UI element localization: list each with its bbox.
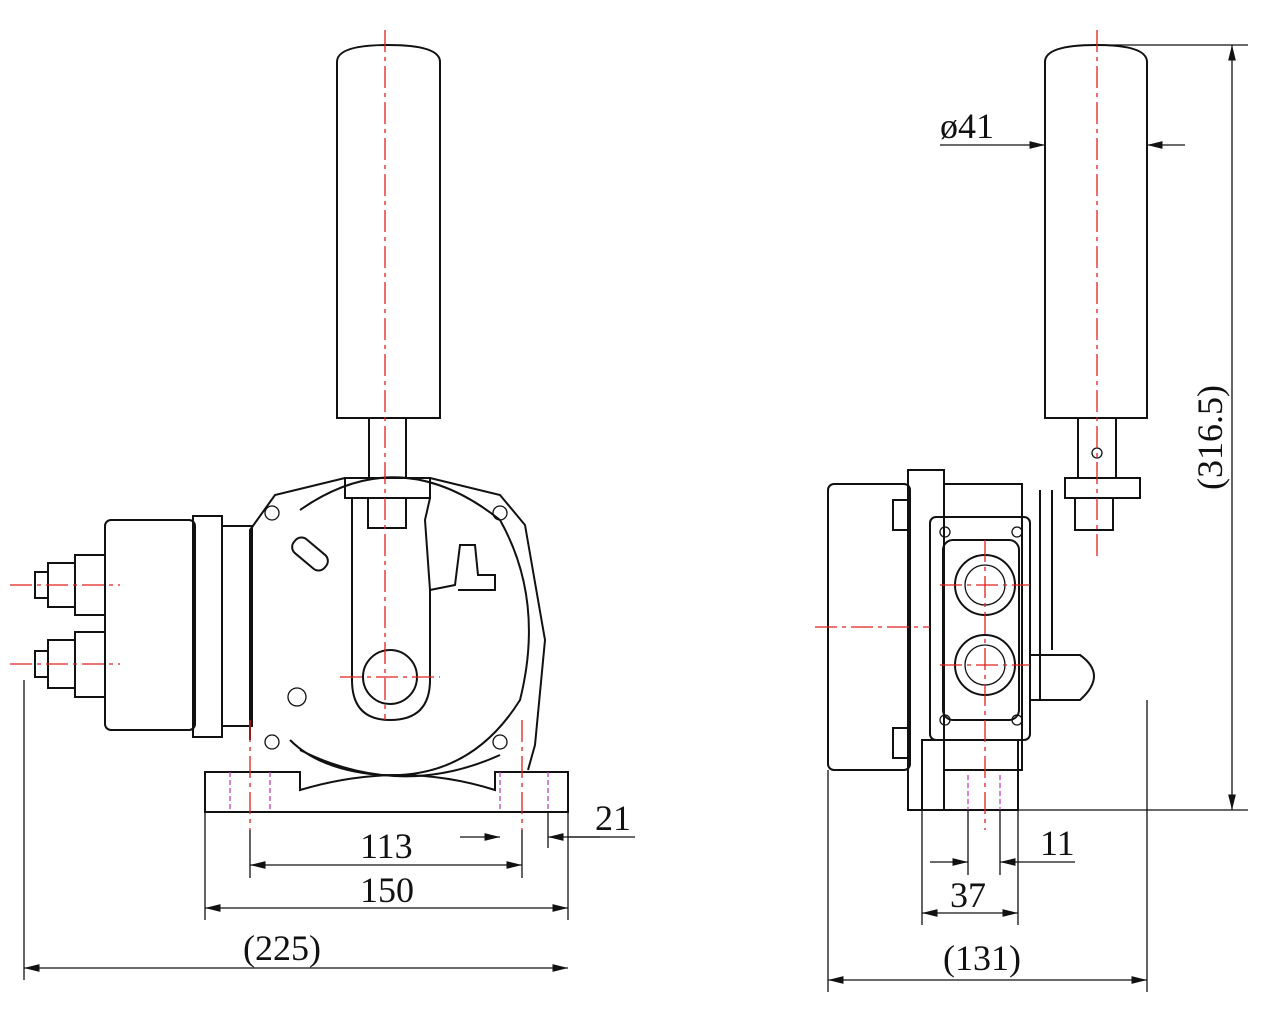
dim-11: 11 — [1040, 823, 1075, 863]
front-base — [204, 771, 569, 813]
side-base — [921, 739, 1019, 811]
front-housing — [249, 477, 547, 778]
dim-113: 113 — [360, 826, 413, 866]
front-handle — [336, 43, 441, 419]
side-view: ø41 (316.5) 11 37 (131) — [815, 30, 1248, 992]
dim-37: 37 — [950, 875, 986, 915]
side-handle — [1044, 43, 1148, 419]
front-lever — [351, 497, 431, 722]
front-cap — [104, 519, 196, 731]
side-flange — [907, 469, 945, 811]
dim-131: (131) — [943, 938, 1021, 978]
front-flange — [192, 515, 223, 738]
dim-150: 150 — [360, 870, 414, 910]
dim-diameter-41: ø41 — [940, 106, 994, 146]
dim-225: (225) — [243, 928, 321, 968]
front-view: 113 150 (225) 21 — [10, 30, 635, 980]
dim-316-5: (316.5) — [1190, 385, 1230, 490]
front-nut — [367, 497, 407, 529]
front-shaft — [368, 417, 407, 479]
dim-21: 21 — [595, 798, 631, 838]
